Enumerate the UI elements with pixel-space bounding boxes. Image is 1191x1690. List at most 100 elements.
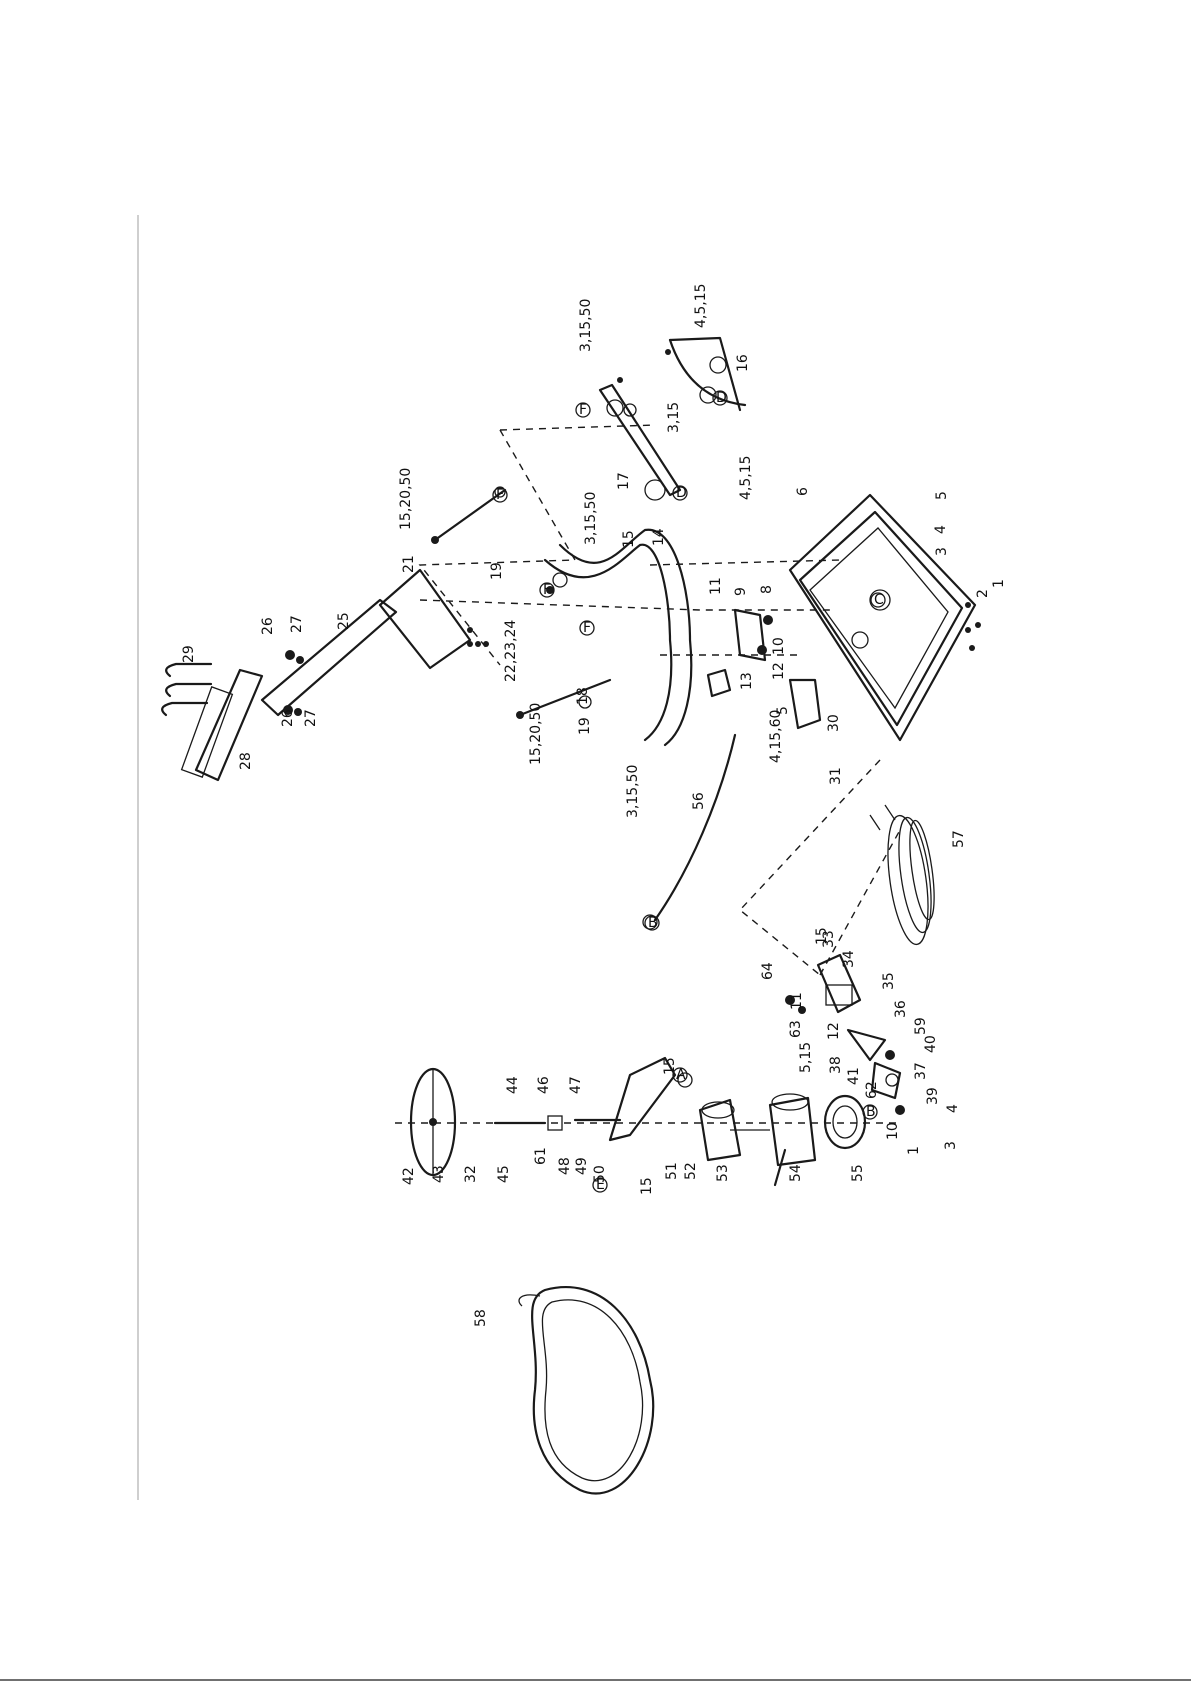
callout-63: 63	[788, 1020, 804, 1038]
callout-49: 49	[574, 1157, 590, 1175]
callout-31: 31	[828, 767, 844, 785]
callout-labels: 1 2 3 4 5 6 8 9 10 11 12 13 14 15 16 17 …	[181, 354, 1007, 1327]
callout-3b: 3	[943, 1141, 959, 1150]
stem-bracket	[161, 568, 489, 782]
mark-d2: D	[712, 390, 728, 406]
label-4-15-60: 4,15,60	[768, 710, 784, 763]
callout-58: 58	[473, 1309, 489, 1327]
mark-c: C	[870, 592, 886, 608]
label-4-5-15-top: 4,5,15	[693, 283, 709, 328]
callout-45: 45	[496, 1165, 512, 1183]
callout-62: 62	[864, 1081, 880, 1099]
callout-47: 47	[568, 1076, 584, 1094]
callout-3: 3	[934, 547, 950, 556]
callout-57: 57	[951, 830, 967, 848]
callout-19a: 19	[489, 562, 505, 580]
pedestal-column	[409, 1056, 867, 1187]
callout-43: 43	[431, 1165, 447, 1183]
svg-text:E: E	[596, 1177, 605, 1193]
seat-cushion-58	[518, 1286, 655, 1495]
callout-40: 40	[923, 1035, 939, 1053]
label-22-23-24: 22,23,24	[503, 620, 519, 682]
callout-1: 1	[991, 579, 1007, 588]
callout-30: 30	[826, 714, 842, 732]
svg-text:B: B	[648, 915, 658, 931]
svg-text:C: C	[874, 592, 884, 608]
label-4-5-15-mid: 4,5,15	[738, 455, 754, 500]
callout-10: 10	[771, 637, 787, 655]
callout-9: 9	[733, 587, 749, 596]
callout-41: 41	[846, 1067, 862, 1085]
callout-18: 18	[575, 687, 591, 705]
seat-base-frame	[788, 493, 981, 742]
svg-text:D: D	[716, 390, 727, 406]
label-3-15-50-mid: 3,15,50	[583, 492, 599, 545]
label-3-15-50-top: 3,15,50	[578, 299, 594, 352]
callout-33: 33	[821, 930, 837, 948]
footrest-assembly	[598, 336, 747, 501]
callout-56: 56	[691, 792, 707, 810]
callout-52: 52	[683, 1162, 699, 1180]
callout-38: 38	[828, 1056, 844, 1074]
callout-13: 13	[739, 672, 755, 690]
callout-17: 17	[616, 472, 632, 490]
callout-15c: 15	[639, 1177, 655, 1195]
callout-16: 16	[735, 354, 751, 372]
mark-f3: F	[539, 582, 555, 598]
callout-19b: 19	[577, 717, 593, 735]
callout-2: 2	[975, 589, 991, 598]
callout-11b: 11	[789, 992, 805, 1010]
callout-36: 36	[893, 1000, 909, 1018]
svg-text:B: B	[866, 1104, 876, 1120]
label-3-15-50-low: 3,15,50	[625, 765, 641, 818]
callout-11: 11	[708, 577, 724, 595]
mark-f1: F	[575, 402, 591, 418]
callout-26a: 26	[260, 617, 276, 635]
mark-f2: F	[492, 487, 508, 503]
label-3-15: 3,15	[666, 402, 682, 433]
callout-12b: 12	[826, 1022, 842, 1040]
callout-42: 42	[401, 1167, 417, 1185]
svg-text:A: A	[676, 1067, 686, 1083]
callout-34: 34	[841, 950, 857, 968]
callout-51: 51	[664, 1162, 680, 1180]
callout-26b: 26	[280, 709, 296, 727]
callout-4b: 4	[945, 1104, 961, 1113]
svg-text:F: F	[583, 620, 591, 636]
mark-e: E	[592, 1177, 608, 1193]
callout-1b: 1	[906, 1146, 922, 1155]
label-15-20-50-low: 15,20,50	[528, 703, 544, 765]
callout-35: 35	[881, 972, 897, 990]
callout-25: 25	[336, 612, 352, 630]
callout-29: 29	[181, 645, 197, 663]
callout-44: 44	[505, 1076, 521, 1094]
callout-55: 55	[850, 1164, 866, 1182]
svg-text:F: F	[496, 487, 504, 503]
mark-a: A	[672, 1067, 688, 1083]
label-5-15: 5,15	[798, 1042, 814, 1073]
callout-39: 39	[925, 1087, 941, 1105]
callout-6: 6	[795, 487, 811, 496]
swivel-bracket	[785, 953, 905, 1115]
callout-27b: 27	[303, 709, 319, 727]
mark-b2: B	[862, 1104, 878, 1120]
callout-54: 54	[788, 1164, 804, 1182]
callout-28: 28	[238, 752, 254, 770]
callout-59: 59	[913, 1017, 929, 1035]
callout-27a: 27	[289, 615, 305, 633]
svg-text:F: F	[579, 402, 587, 418]
handlebar-tube	[543, 528, 693, 747]
callout-46: 46	[536, 1076, 552, 1094]
callout-21: 21	[401, 555, 417, 573]
svg-text:F: F	[543, 582, 551, 598]
callout-12: 12	[771, 662, 787, 680]
svg-text:D: D	[676, 485, 687, 501]
mark-f4: F	[579, 620, 595, 636]
connector-marks: A B B C D D E F	[492, 390, 886, 1193]
callout-14: 14	[651, 528, 667, 546]
mark-b1: B	[644, 915, 660, 931]
coiled-cable-57	[869, 804, 935, 946]
cable-56	[642, 733, 737, 930]
